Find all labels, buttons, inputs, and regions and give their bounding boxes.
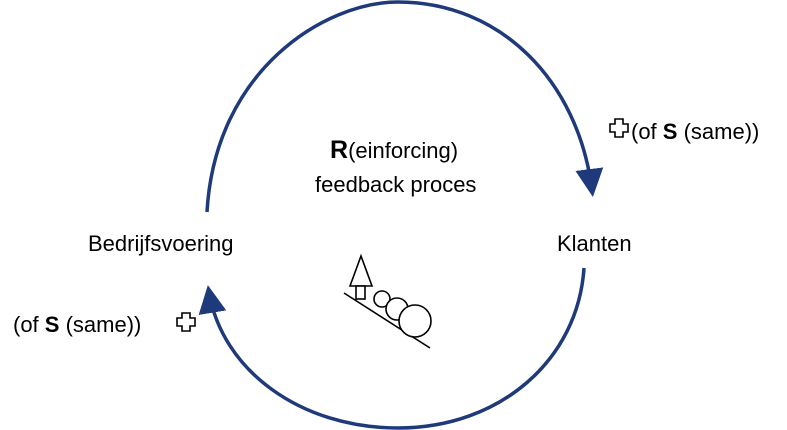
loop-arrow-top <box>205 0 604 213</box>
plus-outline-icon <box>176 312 196 332</box>
center-letter: R <box>330 136 348 164</box>
node-bedrijfsvoering: Bedrijfsvoering <box>88 231 234 256</box>
node-klanten: Klanten <box>557 231 632 256</box>
loop-arrow-bottom <box>198 267 586 430</box>
polarity-left-label: (of S (same)) <box>13 312 141 337</box>
center-subtitle: feedback proces <box>315 172 476 197</box>
plus-outline-icon <box>609 118 629 138</box>
center-rest: (einforcing) <box>348 138 458 163</box>
snowball-slope-icon <box>343 253 432 349</box>
polarity-right-label: (of S (same)) <box>631 119 759 144</box>
center-title: R(einforcing) <box>330 136 458 164</box>
